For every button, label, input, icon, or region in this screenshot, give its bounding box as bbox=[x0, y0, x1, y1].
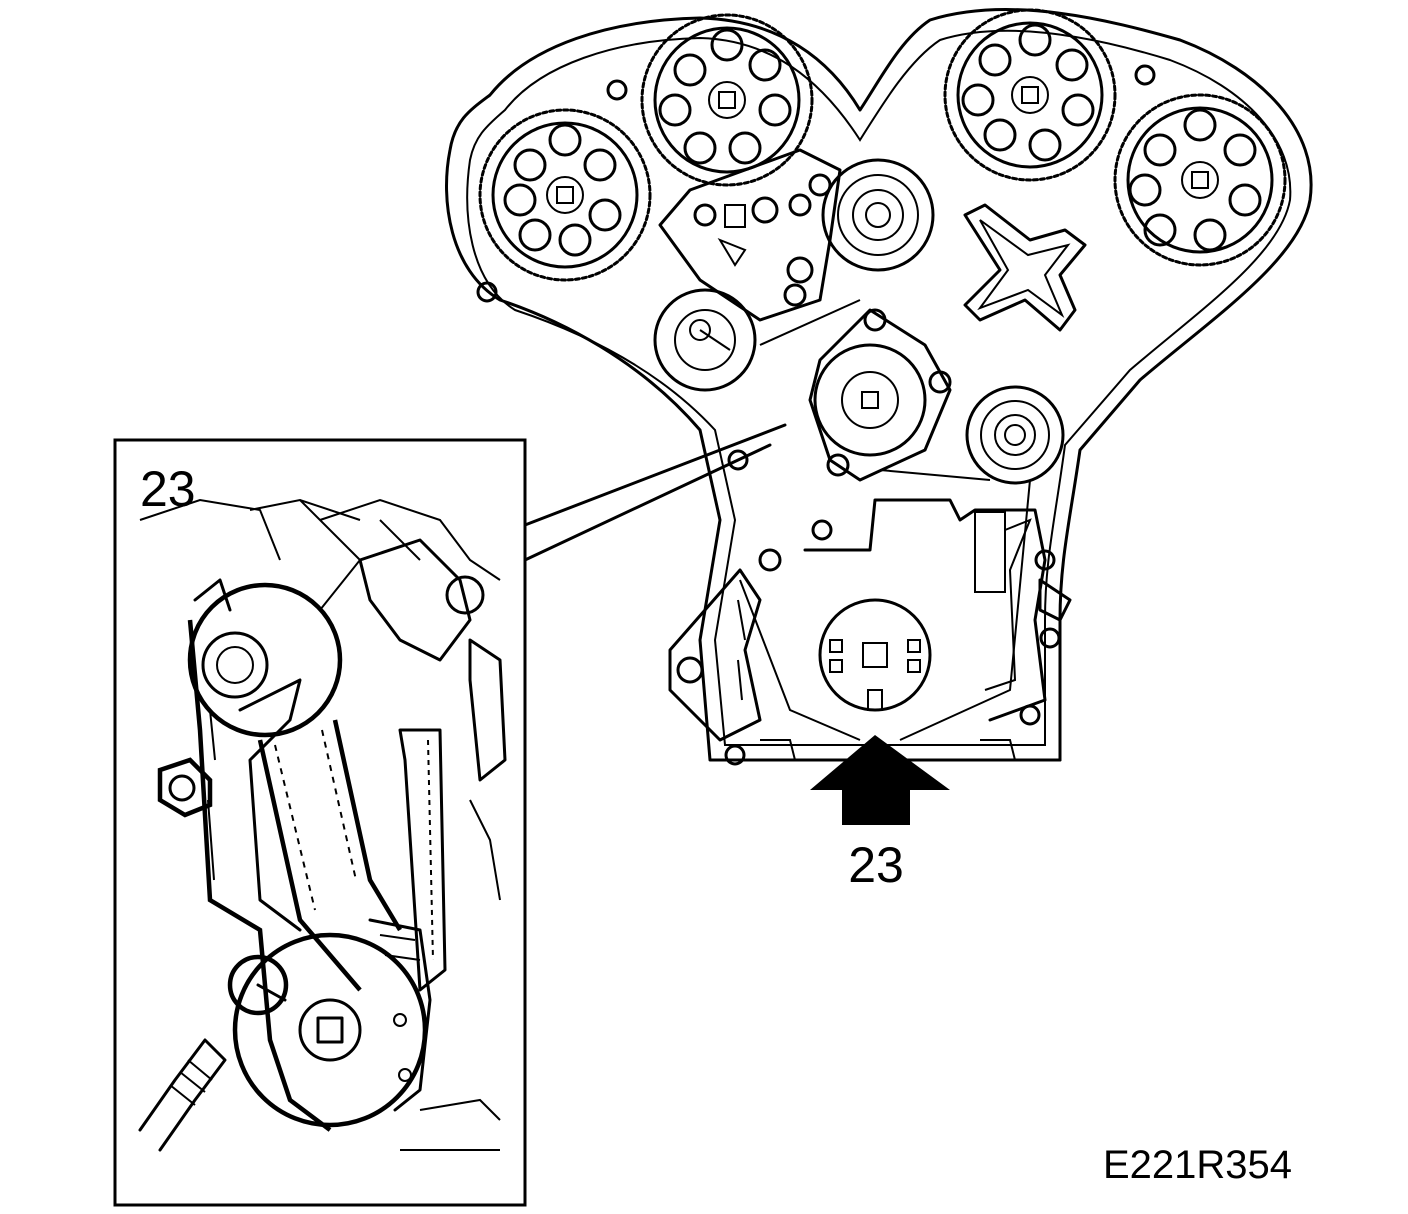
inset-leader-lines bbox=[523, 423, 787, 562]
idler-pulley-right bbox=[965, 385, 1065, 485]
engine-front-view bbox=[445, 8, 1313, 766]
callout-number: 23 bbox=[848, 837, 904, 893]
detail-inset: 23 bbox=[113, 438, 527, 1207]
idler-pulley-upper bbox=[821, 158, 935, 272]
oil-pump-housing bbox=[668, 568, 762, 742]
camshaft-sprocket-4 bbox=[1113, 93, 1287, 267]
cover-rib bbox=[963, 203, 1087, 332]
inset-number: 23 bbox=[140, 461, 196, 517]
figure-code: E221R354 bbox=[1103, 1143, 1292, 1187]
camshaft-sprocket-3 bbox=[943, 8, 1117, 182]
inset-illustration bbox=[138, 498, 507, 1152]
belt-tensioner-main bbox=[808, 308, 952, 482]
timing-cover-inner-outline bbox=[466, 29, 1292, 746]
camshaft-sprocket-1 bbox=[478, 108, 652, 282]
idler-pulley-left bbox=[653, 288, 757, 392]
lower-cover-panel bbox=[803, 498, 1047, 722]
camshaft-sprocket-2 bbox=[640, 13, 814, 187]
timing-cover-outline bbox=[445, 8, 1313, 762]
crankshaft-sprocket bbox=[818, 598, 932, 712]
up-arrow-icon bbox=[810, 735, 950, 825]
